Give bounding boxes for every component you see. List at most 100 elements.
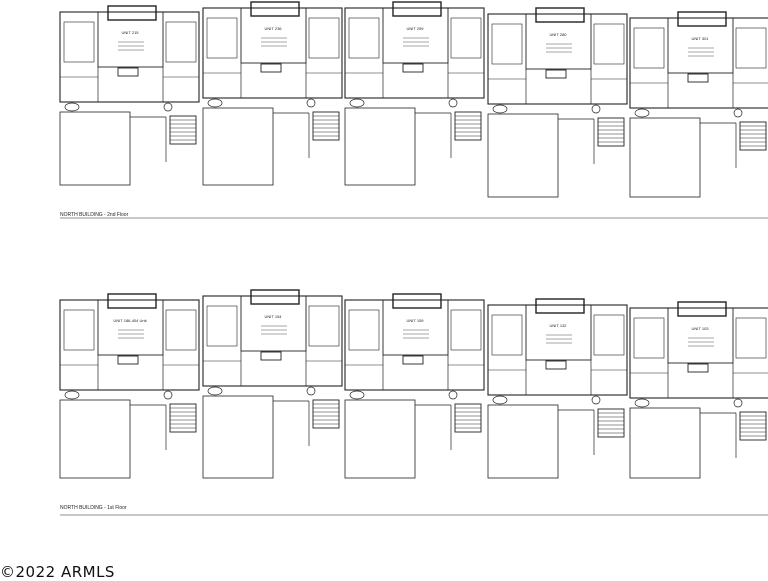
bedroom-outline: [308, 305, 340, 347]
unit-outline: [629, 307, 768, 399]
living-room-outline: [240, 7, 307, 64]
toilet: [163, 102, 173, 112]
floor-label-2nd: NORTH BUILDING - 2nd Floor: [60, 212, 129, 218]
unit-outline: [487, 304, 628, 396]
bathtub: [492, 395, 508, 405]
staircase: [312, 111, 340, 141]
kitchen-island: [260, 351, 282, 361]
toilet: [163, 390, 173, 400]
bathtub: [349, 98, 365, 108]
unit-plan: UNIT 259: [344, 1, 485, 186]
unit-label: UNIT 215: [121, 30, 139, 35]
staircase: [597, 408, 625, 438]
balcony-outline: [535, 7, 585, 23]
bedroom-outline: [593, 314, 625, 356]
unit-plan: UNIT 103: [629, 301, 768, 479]
bedroom-outline: [491, 23, 523, 65]
bedroom-outline: [735, 27, 767, 69]
unit-plan: UNIT 301: [629, 11, 768, 198]
balcony-outline: [392, 1, 442, 17]
bedroom-outline: [348, 17, 380, 59]
garage-outline: [202, 107, 274, 186]
kitchen-island: [117, 67, 139, 77]
unit-outline: [202, 295, 343, 387]
garage-outline: [59, 111, 131, 186]
living-room-outline: [97, 11, 164, 68]
bedroom-outline: [206, 17, 238, 59]
toilet: [733, 398, 743, 408]
staircase: [169, 115, 197, 145]
kitchen-island: [402, 63, 424, 73]
kitchen-island: [687, 73, 709, 83]
unit-outline: [202, 7, 343, 99]
staircase: [454, 403, 482, 433]
living-room-outline: [667, 17, 734, 74]
unit-label: UNIT 236: [264, 26, 282, 31]
living-room-outline: [667, 307, 734, 364]
living-room-outline: [382, 7, 449, 64]
unit-plan: UNIT 154: [202, 289, 343, 479]
unit-label: UNIT 159: [406, 318, 424, 323]
bedroom-outline: [633, 27, 665, 69]
toilet: [591, 104, 601, 114]
bedroom-outline: [348, 309, 380, 351]
garage-outline: [487, 113, 559, 198]
living-room-outline: [525, 13, 592, 70]
staircase: [597, 117, 625, 147]
kitchen-island: [545, 69, 567, 79]
staircase: [454, 111, 482, 141]
bedroom-outline: [593, 23, 625, 65]
bedroom-outline: [450, 17, 482, 59]
unit-label: UNIT 103: [691, 326, 709, 331]
garage-outline: [344, 399, 416, 479]
garage-outline: [487, 404, 559, 479]
bedroom-outline: [165, 21, 197, 63]
unit-label: UNIT 280: [549, 32, 567, 37]
unit-outline: [487, 13, 628, 105]
staircase: [169, 403, 197, 433]
balcony-outline: [250, 289, 300, 305]
balcony-outline: [250, 1, 300, 17]
unit-outline: [629, 17, 768, 109]
bedroom-outline: [491, 314, 523, 356]
unit-label: UNIT 132: [549, 323, 567, 328]
balcony-outline: [677, 11, 727, 27]
unit-outline: [344, 299, 485, 391]
copyright-text: 2022 ARMLS: [15, 563, 115, 581]
toilet: [591, 395, 601, 405]
staircase: [739, 121, 767, 151]
toilet: [733, 108, 743, 118]
unit-plan: UNIT 186-404 Unit: [59, 293, 200, 479]
kitchen-island: [687, 363, 709, 373]
garage-outline: [629, 407, 701, 479]
bedroom-outline: [165, 309, 197, 351]
staircase: [312, 399, 340, 429]
bedroom-outline: [308, 17, 340, 59]
unit-label: UNIT 154: [264, 314, 282, 319]
kitchen-island: [402, 355, 424, 365]
unit-label: UNIT 186-404 Unit: [113, 318, 147, 323]
bedroom-outline: [206, 305, 238, 347]
toilet: [448, 98, 458, 108]
bathtub: [207, 98, 223, 108]
bathtub: [349, 390, 365, 400]
unit-outline: [59, 299, 200, 391]
bathtub: [634, 108, 650, 118]
living-room-outline: [97, 299, 164, 356]
bathtub: [492, 104, 508, 114]
toilet: [448, 390, 458, 400]
bedroom-outline: [735, 317, 767, 359]
living-room-outline: [382, 299, 449, 356]
garage-outline: [202, 395, 274, 479]
balcony-outline: [677, 301, 727, 317]
unit-plan: UNIT 280: [487, 7, 628, 198]
kitchen-island: [545, 360, 567, 370]
living-room-outline: [240, 295, 307, 352]
toilet: [306, 98, 316, 108]
floor-label-1st: NORTH BUILDING - 1st Floor: [60, 505, 127, 511]
balcony-outline: [107, 5, 157, 21]
unit-plan: UNIT 159: [344, 293, 485, 479]
bathtub: [207, 386, 223, 396]
unit-plan: UNIT 215: [59, 5, 200, 186]
